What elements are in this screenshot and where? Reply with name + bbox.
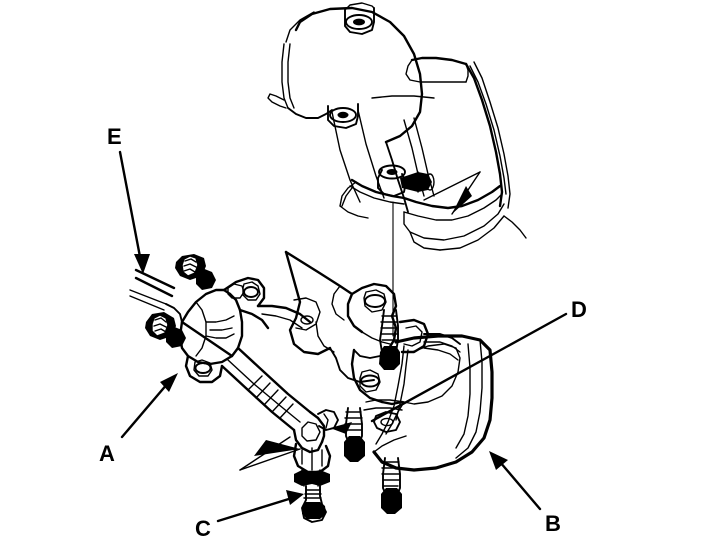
callout-label-e: E bbox=[107, 124, 122, 149]
leader-E bbox=[118, 150, 150, 274]
bolt-lower-right bbox=[381, 457, 402, 514]
bolt-d bbox=[330, 407, 365, 462]
bracket-bolt-upper bbox=[379, 309, 400, 370]
leader-D bbox=[370, 312, 568, 423]
inset-upper-view bbox=[267, 2, 527, 251]
callout-label-d: D bbox=[571, 297, 587, 322]
callout-label-a: A bbox=[99, 441, 115, 466]
leader-C bbox=[216, 490, 304, 523]
vee-pointer-inset-bolt bbox=[423, 171, 481, 215]
main-assembly-view bbox=[129, 250, 494, 523]
leader-A bbox=[120, 373, 178, 439]
callout-label-b: B bbox=[545, 511, 561, 536]
leader-B bbox=[489, 451, 542, 511]
vee-pointer-universal-joint bbox=[239, 436, 301, 471]
steering-gearbox-housing bbox=[129, 254, 312, 384]
hydraulic-fitting-upper bbox=[175, 254, 216, 290]
callout-label-c: C bbox=[195, 516, 211, 541]
inset-mounting-bolt bbox=[377, 164, 435, 197]
bolt-c bbox=[301, 485, 327, 523]
heat-shield-panel bbox=[363, 334, 494, 472]
intermediate-steering-shaft bbox=[220, 346, 339, 487]
callout-leaders bbox=[118, 150, 568, 523]
